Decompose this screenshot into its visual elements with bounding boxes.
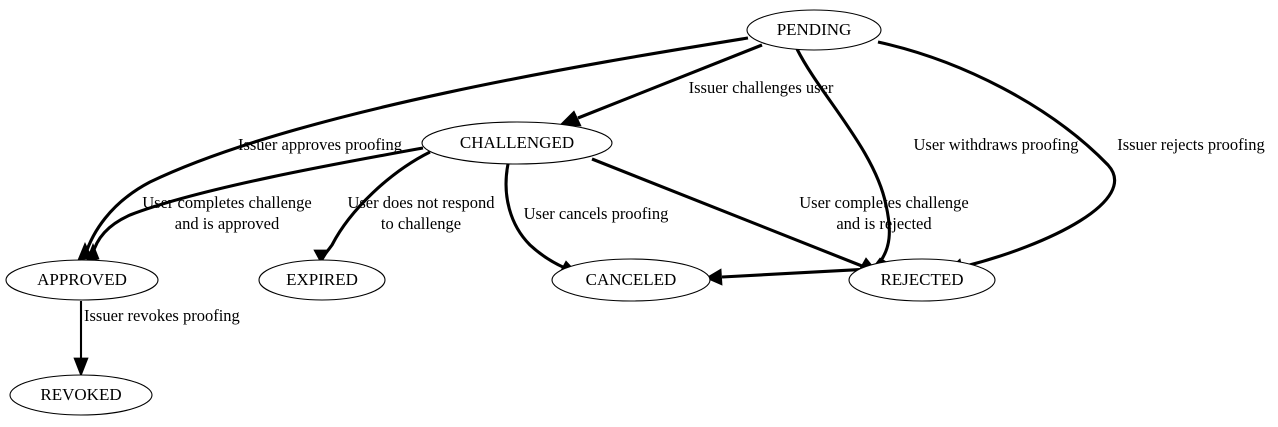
edge-label-challenged-expired: User does not respond to challenge [347,193,495,233]
node-challenged-ellipse [421,121,613,165]
edge-pending-challenged-arrowhead [559,110,582,127]
node-expired-label: EXPIRED [286,270,358,289]
edge-label-pending-rejected: Issuer rejects proofing [1117,135,1265,154]
edge-label-pending-approved: Issuer approves proofing [238,135,402,154]
edge-challenged-expired-arrowhead [313,249,330,264]
edge-label-pending-canceled: User withdraws proofing [914,135,1079,154]
edge-pending-approved-path [83,36,749,257]
node-expired[interactable]: EXPIRED [258,259,386,301]
edge-label-challenged-rejected-line2: and is rejected [836,214,932,233]
node-challenged-label: CHALLENGED [460,133,574,152]
node-revoked-ellipse [9,374,153,416]
edge-label-challenged-canceled: User cancels proofing [524,204,669,223]
edge-challenged-approved-path [90,146,424,258]
edge-pending-canceled[interactable] [877,40,1117,276]
node-pending[interactable]: PENDING [746,9,882,51]
edge-challenged-rejected-path [591,157,863,268]
node-approved-label: APPROVED [37,270,127,289]
edge-challenged-canceled-path [504,163,566,270]
node-pending-ellipse [746,9,882,51]
edge-pending-challenged-path [577,43,763,120]
node-approved-ellipse [5,259,159,301]
edge-label-challenged-approved-line2: and is approved [175,214,280,233]
edge-label-challenged-approved-line1: User completes challenge [142,193,312,212]
node-rejected[interactable]: REJECTED [848,258,996,302]
edge-pending-canceled-path [877,40,1117,269]
edge-approved-revoked[interactable] [73,301,89,378]
node-expired-ellipse [258,259,386,301]
node-revoked-label: REVOKED [40,385,121,404]
edge-label-challenged-expired-line1: User does not respond [347,193,495,212]
node-challenged[interactable]: CHALLENGED [421,121,613,165]
node-approved[interactable]: APPROVED [5,259,159,301]
node-canceled-label: CANCELED [586,270,677,289]
edge-label-challenged-expired-line2: to challenge [381,214,461,233]
node-pending-label: PENDING [777,20,852,39]
node-canceled[interactable]: CANCELED [551,258,711,302]
edge-label-approved-revoked: Issuer revokes proofing [84,306,240,325]
edge-label-pending-challenged: Issuer challenges user [689,78,834,97]
edge-approved-revoked-arrowhead [73,357,89,378]
node-canceled-ellipse [551,258,711,302]
node-revoked[interactable]: REVOKED [9,374,153,416]
edge-label-challenged-rejected: User completes challenge and is rejected [799,193,969,233]
edge-label-challenged-rejected-line1: User completes challenge [799,193,969,212]
node-rejected-ellipse [848,258,996,302]
edge-into-canceled-from-right-arrowhead [705,268,723,286]
edge-pending-rejected-path [795,48,891,263]
node-rejected-label: REJECTED [880,270,963,289]
edge-challenged-expired[interactable] [313,150,431,264]
edge-label-challenged-approved: User completes challenge and is approved [142,193,312,233]
